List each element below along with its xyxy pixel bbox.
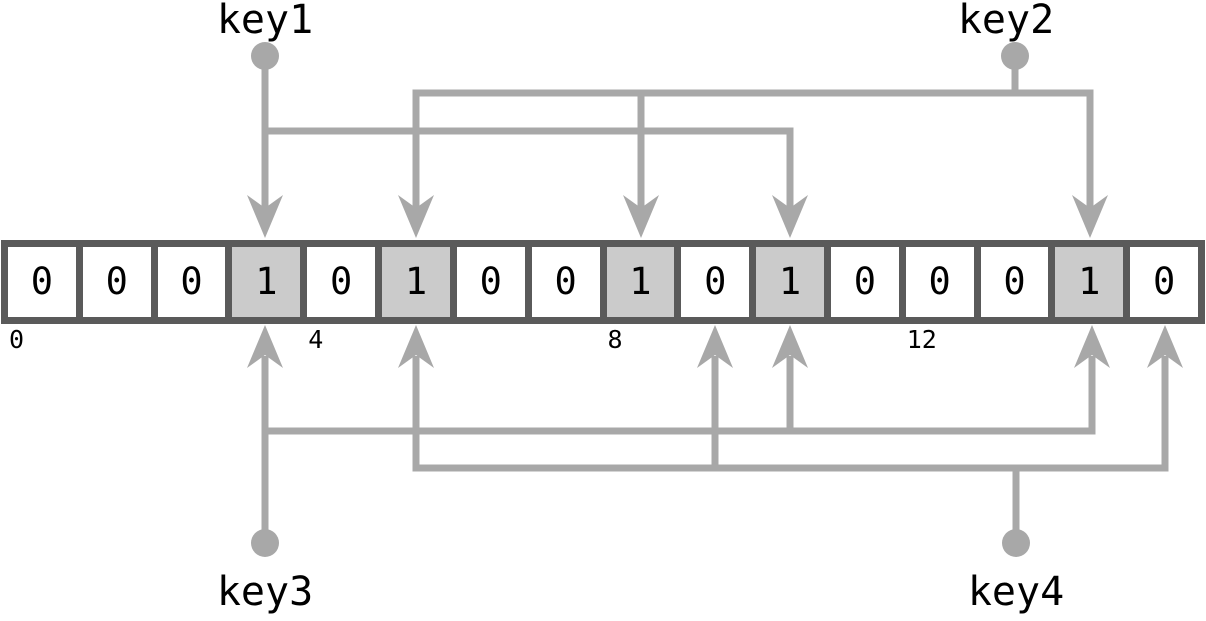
bit-cell-14: 1 [1055,247,1124,317]
index-label-4: 4 [308,325,324,354]
bit-cell-13: 0 [980,247,1049,317]
key3-label: key3 [216,569,314,615]
bit-cell-10: 1 [756,247,824,317]
key3-connector [247,325,1110,557]
bit-cell-15: 0 [1130,247,1198,317]
arrow-down-cell3-icon [247,195,283,238]
bit-cell-7: 0 [531,247,600,317]
arrow-down-cell14-icon [1072,195,1108,238]
bit-cell-2: 0 [157,247,226,317]
arrow-up-cell5-icon [398,325,434,368]
index-label-12: 12 [906,325,937,354]
key1-branch-line [265,127,794,208]
key2-label: key2 [957,0,1055,43]
key1-connector [247,42,808,238]
bit-cell-0: 0 [8,247,76,317]
key2-dot [1001,42,1029,70]
arrow-up-cell9-icon [697,325,733,368]
key3-main-line [265,356,1096,435]
key3-dot [251,529,279,557]
arrow-down-cell8-icon [623,195,659,238]
key4-dot [1002,529,1030,557]
index-label-8: 8 [607,325,623,354]
bit-cell-4: 0 [307,247,376,317]
arrow-up-cell14-icon [1074,325,1110,368]
key2-connector [398,42,1108,238]
arrow-up-cell10-icon [772,325,808,368]
key4-main-line [412,356,1169,472]
bit-cell-11: 0 [830,247,899,317]
key4-label: key4 [967,569,1065,615]
arrow-down-cell5-icon [398,195,434,238]
bit-cell-3: 1 [232,247,301,317]
bit-cell-8: 1 [606,247,675,317]
bit-cell-1: 0 [82,247,151,317]
key1-dot [251,42,279,70]
bit-cell-12: 0 [905,247,974,317]
key4-connector [398,325,1183,557]
arrow-up-cell15-icon [1147,325,1183,368]
index-label-0: 0 [9,325,25,354]
bit-cell-5: 1 [382,247,450,317]
bit-cell-6: 0 [456,247,525,317]
arrow-up-cell3-icon [247,325,283,368]
arrow-down-cell10-icon [772,195,808,238]
bit-cell-9: 0 [681,247,750,317]
key1-label: key1 [216,0,314,43]
key2-main-line [412,89,1094,208]
